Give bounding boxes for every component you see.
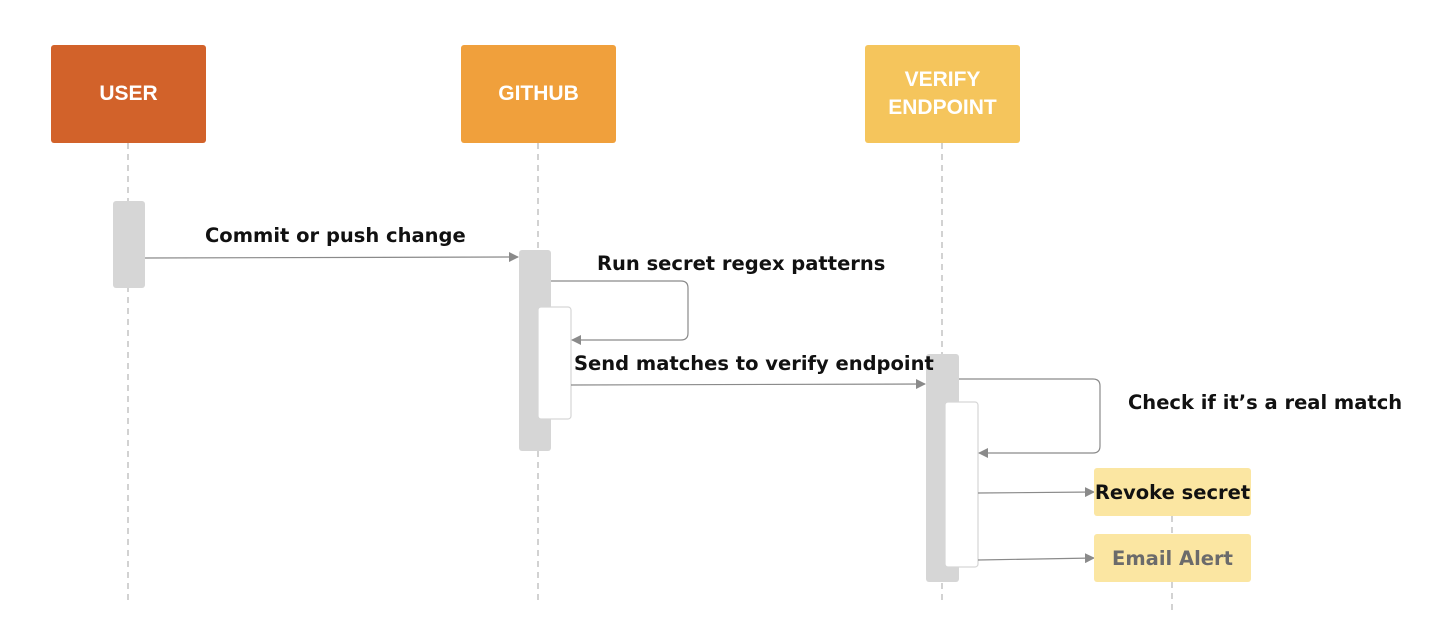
note-email-alert: Email Alert	[1094, 534, 1251, 582]
actor-verify-label: VERIFY ENDPOINT	[888, 68, 997, 119]
message-commit-label: Commit or push change	[205, 224, 466, 247]
actor-verify-endpoint: VERIFY ENDPOINT	[865, 45, 1020, 143]
message-check-match-label: Check if it’s a real match	[1128, 391, 1403, 414]
arrow-commit	[144, 252, 519, 263]
activation-github-self	[537, 306, 572, 420]
arrow-email	[977, 553, 1095, 564]
message-run-regex-label: Run secret regex patterns	[597, 252, 886, 275]
actor-user-label: USER	[99, 82, 158, 105]
actor-user: USER	[51, 45, 206, 143]
activation-user	[113, 201, 145, 288]
actor-github: GITHUB	[461, 45, 616, 143]
note-revoke-label: Revoke secret	[1094, 480, 1251, 504]
arrow-run-regex	[551, 280, 689, 345]
arrow-revoke	[977, 487, 1095, 498]
activation-verify-self	[944, 401, 979, 568]
note-email-label: Email Alert	[1112, 546, 1233, 570]
actor-github-label: GITHUB	[498, 82, 579, 105]
arrow-check-match	[959, 378, 1101, 458]
arrow-send-matches	[570, 379, 926, 390]
message-send-matches-label: Send matches to verify endpoint	[574, 352, 934, 375]
note-revoke-secret: Revoke secret	[1094, 468, 1251, 516]
